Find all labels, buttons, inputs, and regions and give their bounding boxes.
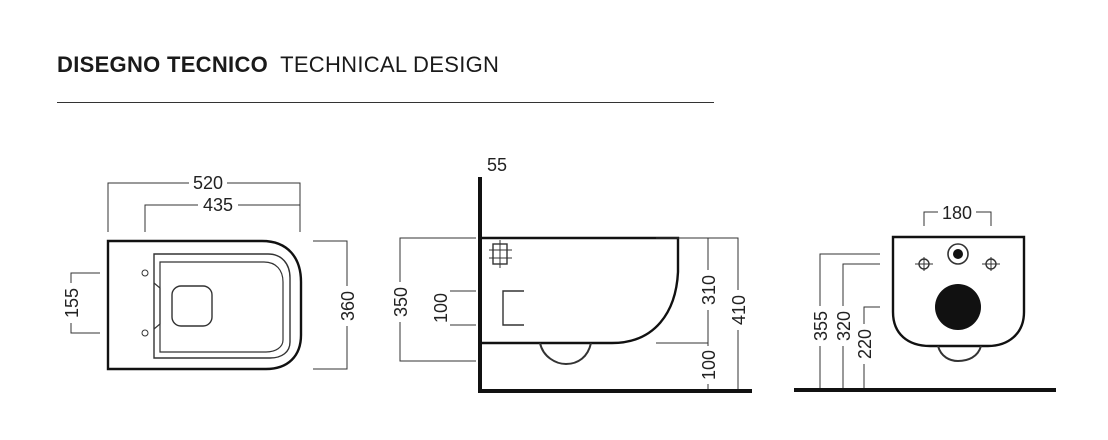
top-view-bowl-rim — [153, 253, 291, 359]
section-title: DISEGNO TECNICO TECHNICAL DESIGN — [57, 52, 499, 88]
dim-label-bg-350 — [390, 282, 410, 322]
dim-label-bg-360 — [337, 286, 357, 326]
top-view-drain — [171, 285, 213, 327]
front-view: 180 355 320 220 — [794, 202, 1056, 392]
dim-label-bg-155 — [61, 283, 81, 323]
dim-line-435 — [144, 204, 300, 232]
front-view-outlet — [935, 284, 981, 330]
front-view-outline — [891, 235, 1026, 348]
dim-label-520: 520 — [193, 173, 223, 193]
dim-label-bg-320 — [833, 306, 853, 346]
front-view-fixing-right-icon — [982, 257, 1000, 271]
dim-label-360: 360 — [338, 291, 358, 321]
dim-label-100-inlet: 100 — [431, 293, 451, 323]
front-view-spigot — [937, 345, 982, 363]
dim-label-310: 310 — [699, 275, 719, 305]
dim-label-320: 320 — [834, 311, 854, 341]
front-view-flush-inlet-inner — [953, 249, 963, 259]
side-view-bowl-outline — [482, 236, 680, 345]
top-view-hinge-hole-lower — [141, 329, 149, 337]
dim-label-bg-355 — [810, 306, 830, 346]
top-view-bowl-inner — [159, 261, 284, 353]
top-view-seat-notch — [153, 282, 161, 330]
dim-label-435: 435 — [203, 195, 233, 215]
dim-label-bg-220 — [854, 324, 874, 364]
dim-label-bg-180 — [938, 202, 976, 222]
dim-label-bg-410 — [728, 290, 748, 330]
dim-line-320 — [842, 263, 880, 388]
dim-label-355: 355 — [811, 311, 831, 341]
title-divider — [57, 102, 714, 103]
dim-label-155: 155 — [62, 288, 82, 318]
top-view: 520 435 155 360 — [61, 172, 358, 371]
dim-label-bg-100-inlet — [430, 290, 450, 326]
dim-label-bg-100-floor — [698, 346, 718, 384]
dim-label-bg-520 — [189, 172, 227, 192]
dim-label-bg-310 — [698, 270, 718, 310]
dim-label-410: 410 — [729, 295, 749, 325]
side-view-spigot — [539, 342, 592, 366]
side-view-outlet — [502, 290, 524, 326]
top-view-outline — [106, 239, 303, 371]
front-view-fixing-left-icon — [915, 257, 933, 271]
dim-label-220: 220 — [855, 329, 875, 359]
side-view: 55 350 100 310 410 100 — [390, 155, 752, 393]
dim-label-100-floor: 100 — [699, 350, 719, 380]
dim-line-410 — [682, 237, 739, 389]
title-italian: DISEGNO TECNICO — [57, 52, 269, 77]
dim-label-350: 350 — [391, 287, 411, 317]
front-view-flush-inlet-outer — [947, 243, 969, 265]
dim-label-bg-435 — [198, 194, 238, 214]
top-view-hinge-hole-upper — [141, 269, 149, 277]
side-view-inlet-fitting — [489, 240, 512, 268]
dim-label-180: 180 — [942, 203, 972, 223]
title-english: TECHNICAL DESIGN — [280, 52, 500, 77]
dim-label-55: 55 — [487, 155, 507, 175]
